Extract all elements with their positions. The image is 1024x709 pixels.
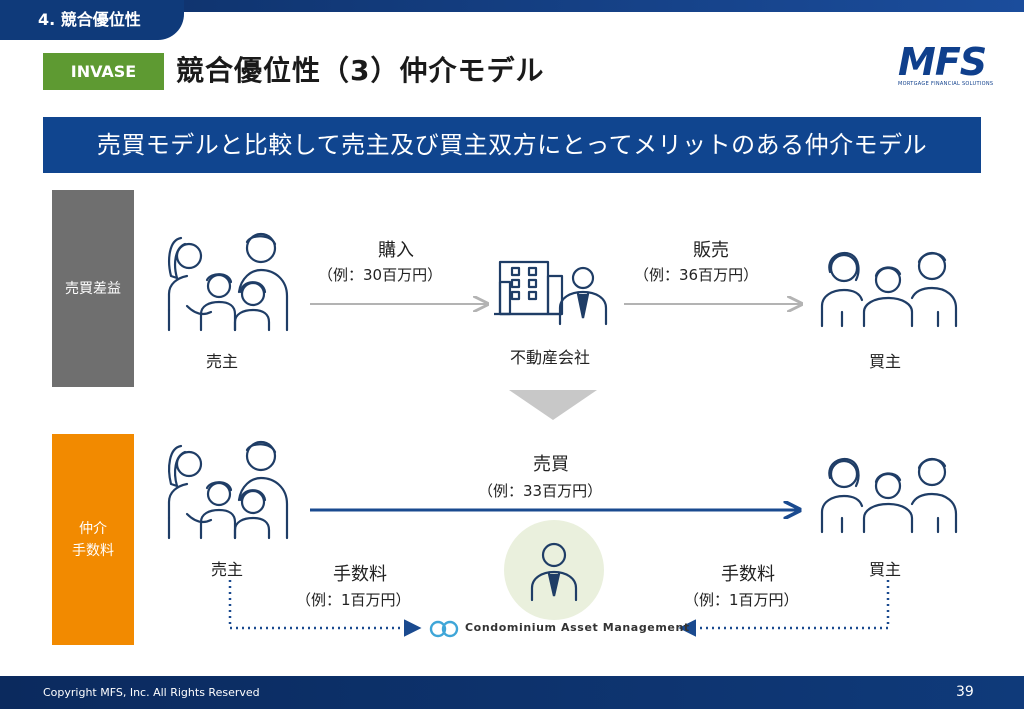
trade-label: 売買 <box>533 454 569 475</box>
side-label-resale-text: 売買差益 <box>65 280 121 297</box>
side-label-resale-margin: 売買差益 <box>52 190 134 387</box>
logo-subtext: MORTGAGE FINANCIAL SOLUTIONS <box>898 81 994 87</box>
seller-family-icon <box>167 232 289 332</box>
company-label: 不動産会社 <box>510 348 591 367</box>
top-buyer-label: 買主 <box>869 352 902 371</box>
page-number: 39 <box>956 684 974 700</box>
agent-circle <box>504 520 604 620</box>
top-seller-label: 売主 <box>206 352 239 371</box>
purchase-example: （例：30百万円） <box>318 266 443 284</box>
realtor-person-icon <box>558 266 608 326</box>
fee-right-label: 手数料 <box>721 564 775 585</box>
seller-family-icon-2 <box>167 440 289 540</box>
side-label-brokerage-fee: 仲介 手数料 <box>52 434 134 645</box>
sale-label: 販売 <box>693 240 729 261</box>
agent-person-icon <box>530 542 578 602</box>
logo-text: MFS <box>898 40 987 84</box>
top-bar <box>0 0 1024 12</box>
cam-logo-icon <box>429 620 459 638</box>
side-label-fee-line1: 仲介 <box>79 520 107 537</box>
bottom-buyer-label: 買主 <box>869 560 902 579</box>
agent-company-name: Condominium Asset Management <box>465 621 690 634</box>
invase-badge: INVASE <box>43 53 164 90</box>
building-icon <box>494 260 564 316</box>
buyer-fee-arrow <box>678 580 890 637</box>
mfs-logo: MFS MORTGAGE FINANCIAL SOLUTIONS <box>898 40 994 90</box>
comparison-down-arrow <box>509 390 597 420</box>
buyer-family-icon <box>820 251 958 328</box>
fee-right-example: （例：1百万円） <box>684 591 799 609</box>
footer-bar <box>0 676 1024 709</box>
trade-example: （例：33百万円） <box>478 482 603 500</box>
seller-fee-arrow <box>228 580 422 637</box>
page-title: 競合優位性（3）仲介モデル <box>176 54 545 87</box>
bottom-seller-label: 売主 <box>211 560 244 579</box>
sale-example: （例：36百万円） <box>634 266 759 284</box>
buyer-family-icon-2 <box>820 457 958 534</box>
headline-banner: 売買モデルと比較して売主及び買主双方にとってメリットのある仲介モデル <box>43 117 981 173</box>
side-label-fee-line2: 手数料 <box>72 542 114 559</box>
fee-left-label: 手数料 <box>333 564 387 585</box>
purchase-label: 購入 <box>378 240 414 261</box>
section-tab: 4. 競合優位性 <box>0 0 184 40</box>
copyright-text: Copyright MFS, Inc. All Rights Reserved <box>43 686 260 699</box>
fee-left-example: （例：1百万円） <box>296 591 411 609</box>
